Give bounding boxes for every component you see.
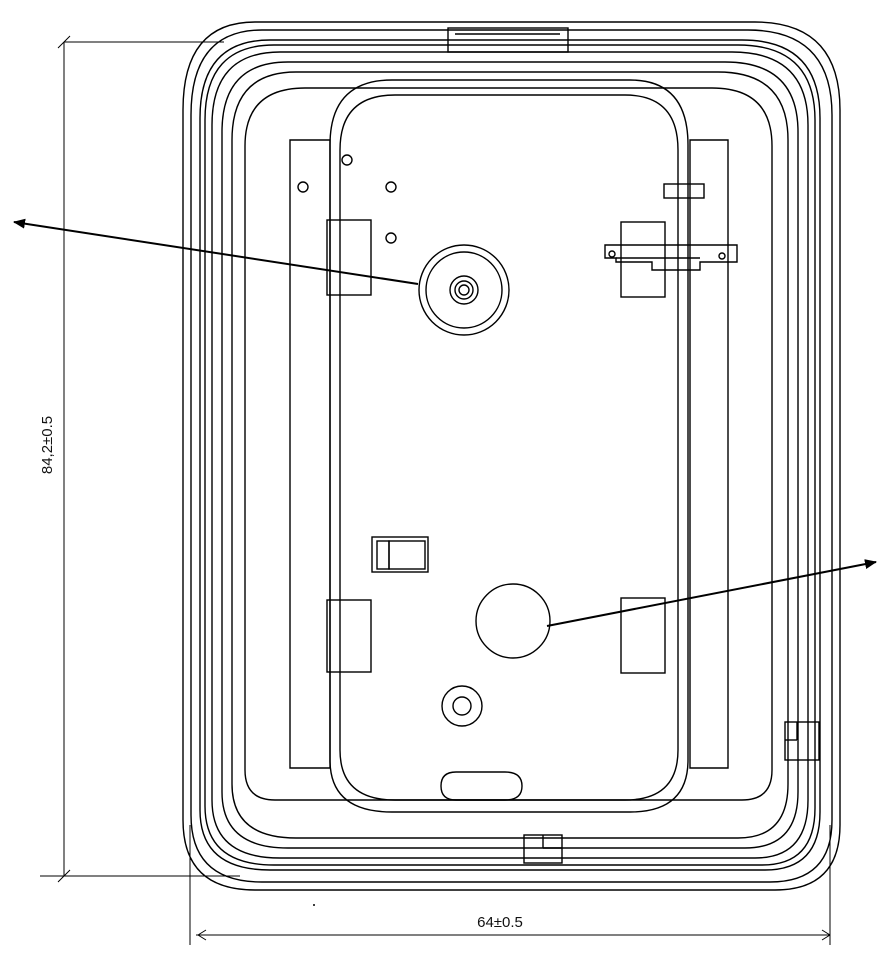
inner-rim xyxy=(199,39,821,871)
top-latch-tab xyxy=(447,27,569,53)
left-lower-clip xyxy=(326,599,372,673)
center-catch xyxy=(371,536,429,573)
knockout-hole xyxy=(475,583,551,659)
base-plate xyxy=(329,79,689,813)
height-dimension-label: 84,2±0.5 xyxy=(39,416,56,474)
outer-housing xyxy=(182,21,841,891)
right-lower-clip xyxy=(620,597,666,674)
rim-seams xyxy=(523,721,820,864)
small-holes xyxy=(297,154,397,244)
leader-arrow-right xyxy=(546,559,877,627)
left-upper-clip xyxy=(326,219,372,296)
width-dimension xyxy=(189,825,831,945)
tamper-switch-boss xyxy=(418,244,510,336)
base-frame xyxy=(244,87,773,801)
bottom-screw-hole xyxy=(441,685,483,727)
right-upper-bracket xyxy=(604,183,738,298)
bottom-slot xyxy=(440,771,523,801)
width-dimension-label: 64±0.5 xyxy=(477,914,523,931)
height-dimension xyxy=(40,35,240,883)
stray-dot xyxy=(313,904,315,906)
leader-arrow-left xyxy=(13,218,419,285)
